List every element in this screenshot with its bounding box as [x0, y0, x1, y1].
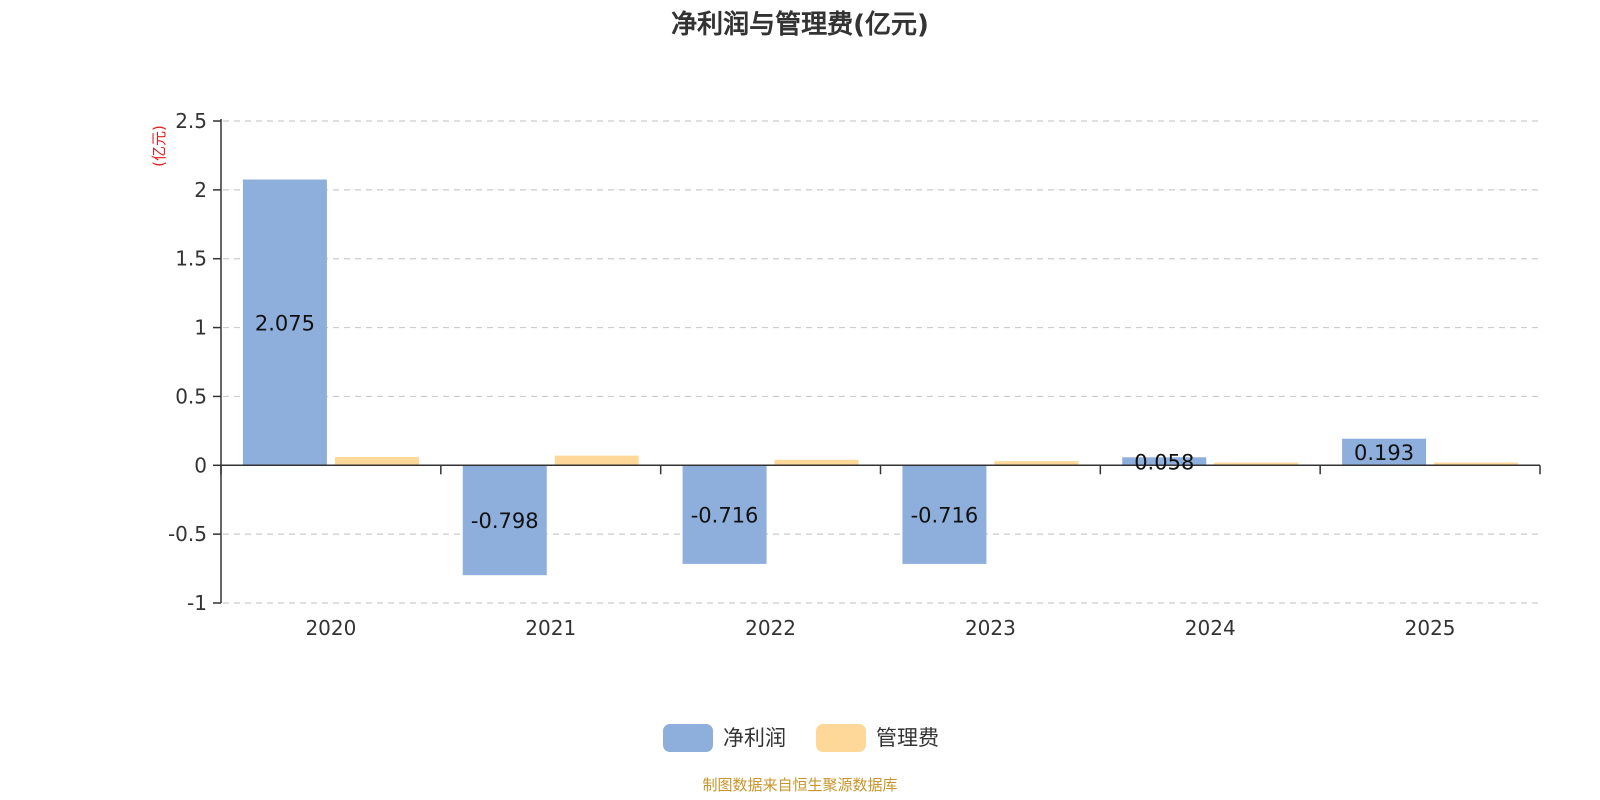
data-label-net-profit: -0.716 — [691, 504, 759, 528]
data-labels: 2.075 -0.798 -0.716 -0.716 0.058 0.193 — [255, 311, 1414, 533]
bar-management-fee — [1214, 462, 1299, 466]
bar-net-profit — [462, 465, 547, 576]
data-label-net-profit: -0.716 — [911, 504, 979, 528]
legend-label-management-fee: 管理费 — [876, 726, 939, 750]
data-label-net-profit: -0.798 — [471, 509, 539, 533]
x-tick-label: 2025 — [1405, 616, 1456, 640]
gridlines — [223, 120, 1540, 604]
y-tick-label: 2.5 — [175, 109, 207, 133]
bar-net-profit — [1342, 438, 1427, 466]
data-label-net-profit: 0.193 — [1354, 441, 1414, 465]
data-label-net-profit: 0.058 — [1134, 450, 1194, 474]
x-tick-label: 2022 — [745, 616, 796, 640]
data-label-net-profit: 2.075 — [255, 311, 315, 335]
bar-management-fee — [994, 461, 1079, 466]
bar-net-profit — [682, 465, 767, 564]
bar-net-profit — [1122, 457, 1207, 466]
bar-management-fee — [334, 457, 419, 466]
y-tick-label: 0 — [194, 453, 207, 477]
y-axis-unit: (亿元) — [150, 125, 168, 167]
y-tick-label: 1.5 — [175, 247, 207, 271]
legend-label-net-profit: 净利润 — [723, 726, 786, 750]
bar-net-profit — [902, 465, 987, 564]
legend-swatch-management-fee — [816, 724, 866, 752]
y-tick-label: 2 — [194, 178, 207, 202]
bar-management-fee — [1434, 462, 1519, 466]
x-tick-label: 2021 — [525, 616, 576, 640]
chart-title: 净利润与管理费(亿元) — [671, 9, 929, 40]
bar-management-fee — [774, 459, 859, 466]
x-tick-label: 2024 — [1185, 616, 1236, 640]
x-tick-label: 2023 — [965, 616, 1016, 640]
bars — [242, 179, 1519, 576]
y-tick-label: -1 — [187, 591, 207, 615]
y-tick-label: 0.5 — [175, 384, 207, 408]
bar-net-profit — [242, 179, 327, 466]
y-tick-label: 1 — [194, 316, 207, 340]
bar-management-fee — [554, 455, 639, 466]
x-tick-label: 2020 — [305, 616, 356, 640]
axes: 2.5 2 1.5 1 0.5 0 -0.5 -1 2020 2021 2022 2023 2024 20… — [168, 109, 1541, 640]
y-tick-label: -0.5 — [168, 522, 207, 546]
legend-swatch-net-profit — [663, 724, 713, 752]
legend: 净利润 管理费 — [663, 724, 939, 752]
source-note: 制图数据来自恒生聚源数据库 — [702, 776, 897, 794]
